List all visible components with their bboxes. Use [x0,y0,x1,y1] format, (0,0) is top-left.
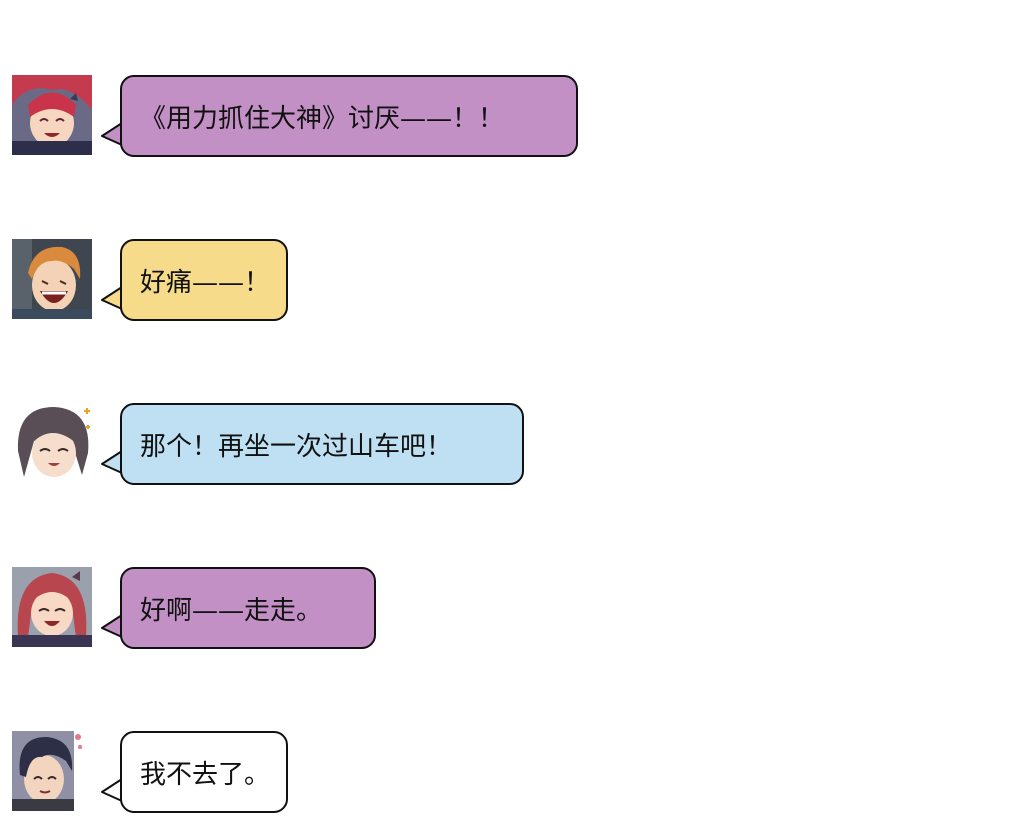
message-text: 我不去了。 [120,731,288,813]
bubble-tail [101,122,123,146]
bubble-tail [101,614,123,638]
message-text: 好痛——！ [120,239,288,321]
bubble-tail [101,286,123,310]
red-hair-girl-crying-avatar [12,75,92,155]
dark-hair-boy-avatar [12,731,92,811]
orange-hair-boy-laughing-avatar [12,239,92,319]
message-text: 《用力抓住大神》讨厌——！！ [120,75,578,157]
dark-hair-girl-smiling-avatar [12,403,92,483]
message-text: 那个！再坐一次过山车吧！ [120,403,524,485]
bubble-tail [101,778,123,802]
red-hair-girl-smiling-avatar [12,567,92,647]
message-text: 好啊——走走。 [120,567,376,649]
bubble-tail [101,450,123,474]
